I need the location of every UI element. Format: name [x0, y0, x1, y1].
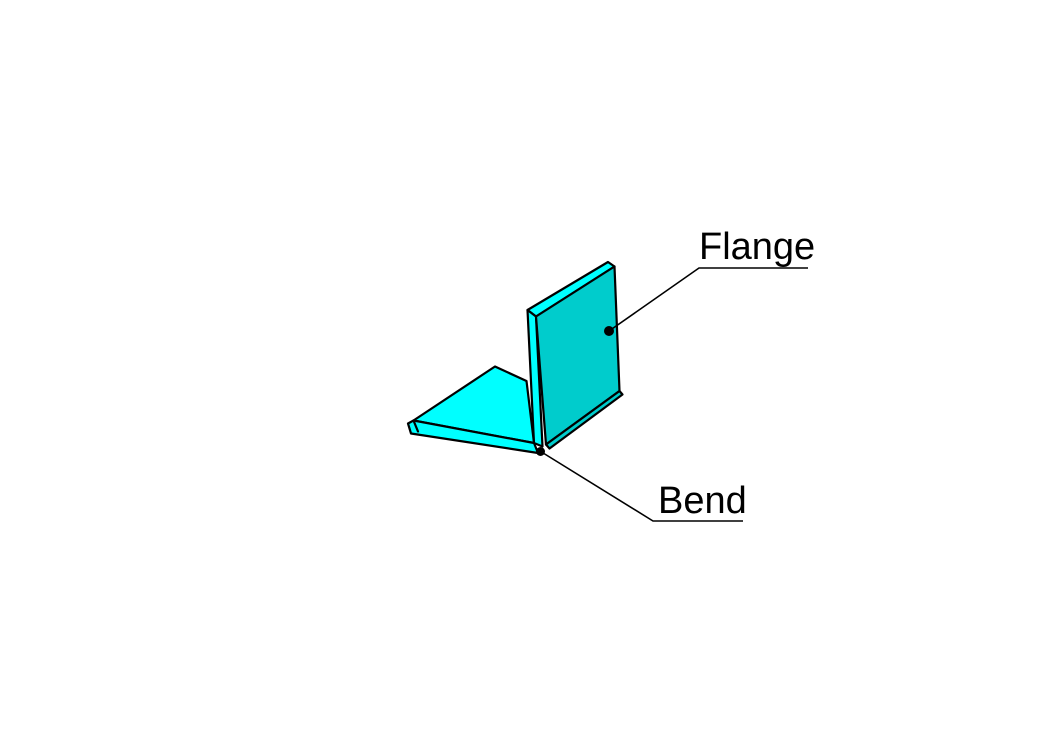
- bend-leader-line: [541, 451, 743, 522]
- base-front-face[interactable]: [406, 419, 540, 455]
- flange-anchor-dot: [604, 326, 614, 336]
- sheet-metal-part: [406, 260, 624, 455]
- flange-left-edge-face[interactable]: [526, 308, 544, 448]
- annotation-leaders: [536, 267, 808, 522]
- flange-front-face[interactable]: [534, 265, 621, 446]
- base-left-corner-edge: [412, 419, 420, 433]
- flange-bottom-edge-face[interactable]: [544, 389, 624, 450]
- bend-anchor-dot: [536, 447, 545, 456]
- flange-label[interactable]: Flange: [699, 226, 815, 268]
- bend-label[interactable]: Bend: [658, 480, 747, 522]
- flange-leader-line: [608, 267, 808, 332]
